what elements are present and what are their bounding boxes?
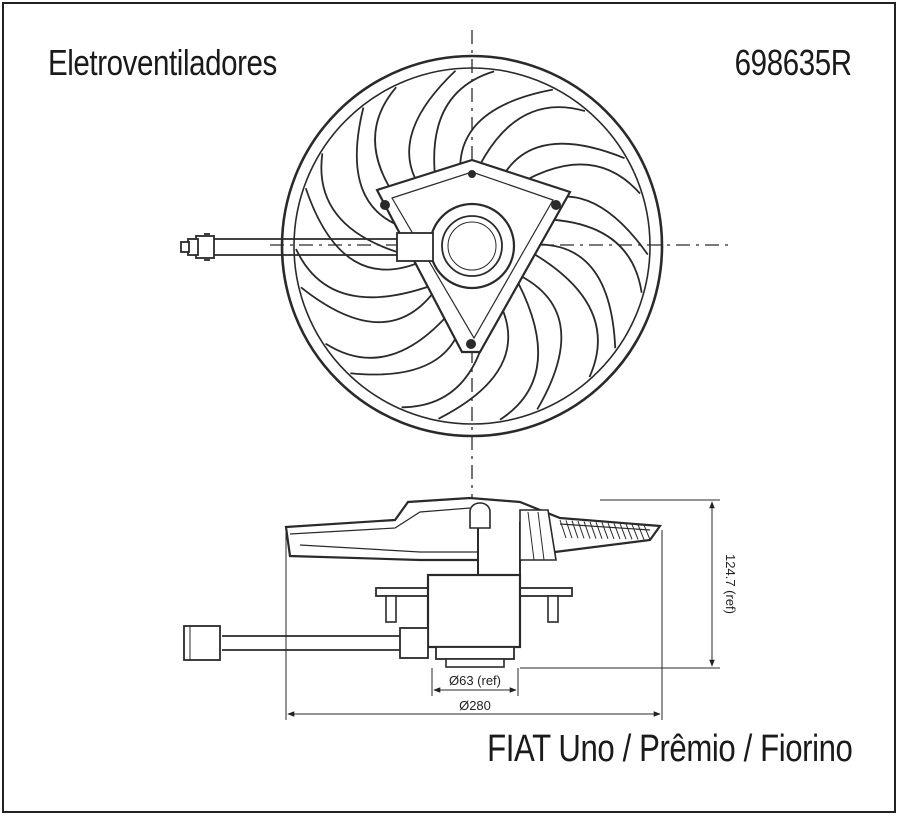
dimension-fan-diameter-label: Ø280 [459,698,491,713]
blade-hatch-line [565,520,573,539]
fan-shroud-outer [280,54,664,438]
dimension-motor-diameter-label: Ø63 (ref) [449,673,501,688]
blade-hatch-line [613,523,621,540]
vehicle-models: FIAT Uno / Prêmio / Fiorino [486,728,853,770]
blade-hatch-line [601,522,609,540]
dimension-lines [285,499,720,720]
blade-hatch-line [625,523,633,540]
blade-hatch-line [595,521,603,539]
blade-hatch-line [607,522,615,540]
fan-blade [519,243,617,378]
fan-blade [499,271,563,421]
cable-connector-top [180,232,434,262]
cable-connector-side [183,625,429,661]
fan-shroud-inner [293,67,651,425]
part-code: 698635R [735,42,852,83]
fan-side-view [183,496,720,720]
fan-blade [295,248,442,324]
blade-hatch-line [559,519,567,539]
motor-hub-inner [441,215,503,277]
blade-hatch-line [637,524,645,540]
blade-hatch-line [619,523,627,540]
blade-hatch-line [577,520,585,539]
fan-profile [284,496,663,562]
blade-hatch-line [571,520,579,539]
motor-body [426,573,522,649]
blade-hatch-line [589,521,597,539]
blade-hatch-line [643,524,651,540]
dimension-height-label: 124.7 (ref) [723,554,738,614]
catalog-title: Eletroventiladores [48,42,277,83]
fan-top-view [180,30,730,505]
blade-hatch-line [583,521,591,539]
blade-hatch-line [631,524,639,540]
